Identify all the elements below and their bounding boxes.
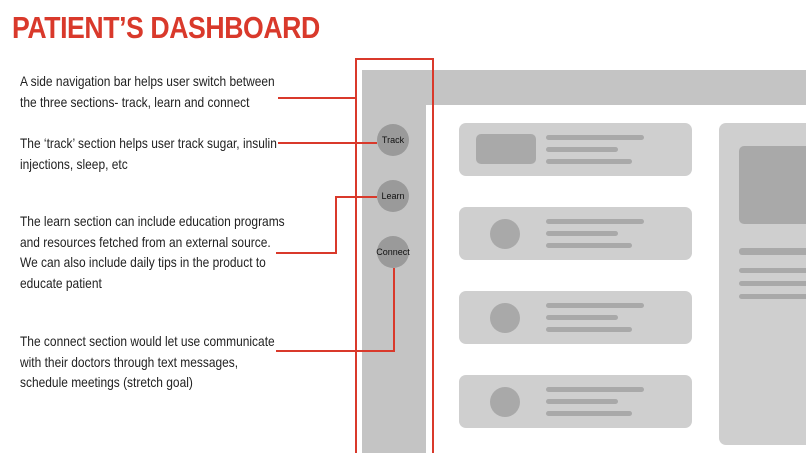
note-line: The ‘track’ section helps user track sug…	[20, 136, 277, 151]
connector-learn	[276, 196, 377, 254]
connector-connect	[276, 268, 395, 352]
text-placeholder-bar	[546, 411, 632, 416]
note-line: A side navigation bar helps user switch …	[20, 74, 275, 89]
note-line: The learn section can include education …	[20, 214, 285, 229]
note-line: We can also include daily tips in the pr…	[20, 255, 266, 270]
note-line: educate patient	[20, 275, 102, 291]
content-card	[459, 123, 692, 176]
card-thumbnail-placeholder	[476, 134, 536, 164]
text-placeholder-bar	[546, 303, 644, 308]
text-placeholder-bar	[546, 315, 618, 320]
note-line: and resources fetched from an external s…	[20, 234, 271, 250]
content-card	[459, 375, 692, 428]
content-card	[459, 207, 692, 260]
text-placeholder-bar	[546, 387, 644, 392]
mockup-top-bar	[362, 70, 806, 105]
card-avatar-placeholder	[490, 303, 520, 333]
text-placeholder-bar	[546, 147, 618, 152]
nav-track-button[interactable]: Track	[377, 124, 409, 156]
text-placeholder-bar	[546, 243, 632, 248]
note-line: The connect section would let use commun…	[20, 334, 275, 349]
note-line: injections, sleep, etc	[20, 156, 128, 172]
text-placeholder-bar	[546, 159, 632, 164]
text-placeholder-bar	[546, 399, 618, 404]
note-learn-section: The learn section can include education …	[20, 212, 285, 294]
detail-panel	[719, 123, 806, 445]
note-connect-section: The connect section would let use commun…	[20, 332, 275, 394]
nav-connect-button[interactable]: Connect	[376, 236, 410, 268]
text-placeholder-bar	[546, 231, 618, 236]
text-placeholder-bar	[739, 294, 806, 299]
card-avatar-placeholder	[490, 219, 520, 249]
text-placeholder-bar	[546, 327, 632, 332]
card-avatar-placeholder	[490, 387, 520, 417]
text-placeholder-bar	[546, 219, 644, 224]
nav-learn-button[interactable]: Learn	[377, 180, 409, 212]
note-line: with their doctors through text messages…	[20, 354, 239, 370]
content-card	[459, 291, 692, 344]
note-track-section: The ‘track’ section helps user track sug…	[20, 134, 277, 175]
text-placeholder-bar	[546, 135, 644, 140]
panel-image-placeholder	[739, 146, 806, 224]
page-title: PATIENT’S DASHBOARD	[12, 10, 320, 45]
text-placeholder-bar	[739, 248, 806, 255]
text-placeholder-bar	[739, 268, 806, 273]
note-line: the three sections- track, learn and con…	[20, 94, 250, 110]
note-line: schedule meetings (stretch goal)	[20, 375, 193, 390]
note-side-navigation: A side navigation bar helps user switch …	[20, 72, 275, 113]
text-placeholder-bar	[739, 281, 806, 286]
side-nav-highlight-box	[355, 58, 434, 453]
